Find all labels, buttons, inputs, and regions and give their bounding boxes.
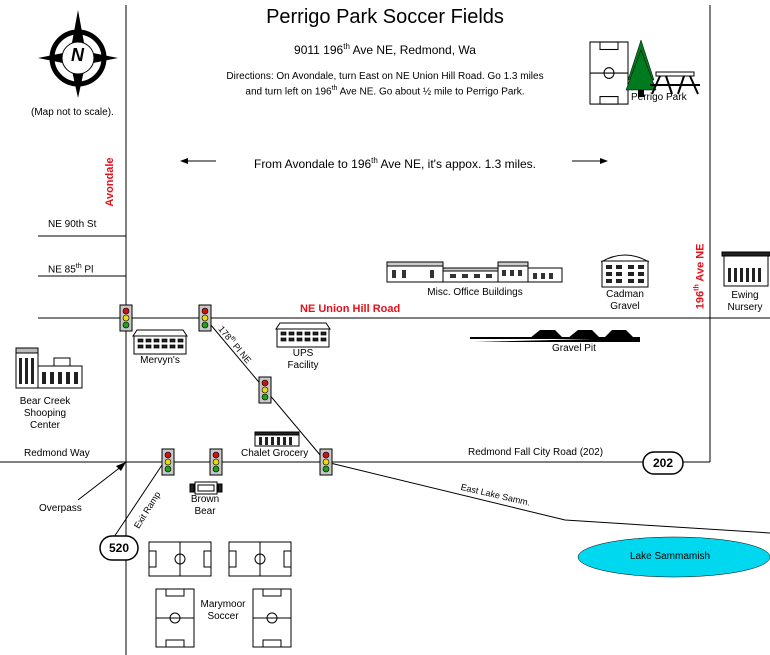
chalet-grocery-icon <box>254 431 300 447</box>
gravel-pit-icon <box>470 330 640 342</box>
fall-city-road-label: Redmond Fall City Road (202) <box>468 447 604 458</box>
ave-196th-label: 196th Ave NE <box>693 243 707 310</box>
brown-bear-label-1: Brown <box>190 494 220 505</box>
redmond-way-label: Redmond Way <box>24 448 90 459</box>
cadman-label-2: Gravel <box>610 301 640 312</box>
compass-letter: N <box>71 45 84 65</box>
ewing-label-2: Nursery <box>727 302 763 313</box>
union-hill-label: NE Union Hill Road <box>300 303 401 315</box>
directions-line-2: and turn left on 196th Ave NE. Go about … <box>245 85 525 98</box>
shield-520-number: 520 <box>108 541 130 555</box>
park-address: 9011 196th Ave NE, Redmond, Wa <box>294 42 476 57</box>
exit-ramp-road <box>111 461 165 541</box>
compass-icon <box>38 10 118 98</box>
distance-arrows <box>180 158 608 164</box>
directions-line-1: Directions: On Avondale, turn East on NE… <box>226 71 544 82</box>
bear-creek-label-3: Center <box>29 420 60 431</box>
cadman-label-1: Cadman <box>606 289 644 300</box>
traffic-light-icon <box>209 448 223 476</box>
ne-85th-label: NE 85th Pl <box>48 263 94 276</box>
overpass-arrow <box>77 462 126 501</box>
distance-note: From Avondale to 196th Ave NE, it's appo… <box>253 156 536 171</box>
bear-creek-center-icon <box>15 347 83 389</box>
traffic-light-icon <box>161 448 175 476</box>
ups-label-2: Facility <box>287 360 319 371</box>
ewing-nursery-icon <box>721 251 770 287</box>
marymoor-label-1: Marymoor <box>200 599 246 610</box>
ewing-label-1: Ewing <box>731 290 759 301</box>
gravel-pit-label: Gravel Pit <box>552 343 596 354</box>
brown-bear-icon <box>189 481 223 495</box>
perrigo-park-icon <box>589 39 700 105</box>
traffic-light-icon <box>258 376 272 404</box>
overpass-label: Overpass <box>39 503 82 514</box>
lake-sammamish-shape <box>577 536 770 578</box>
scale-note: (Map not to scale). <box>31 107 114 118</box>
page-title: Perrigo Park Soccer Fields <box>266 6 504 28</box>
ups-label-1: UPS <box>292 348 314 359</box>
lake-sammamish-label: Lake Sammamish <box>629 551 711 562</box>
shield-202-number: 202 <box>652 456 674 470</box>
perrigo-park-label: Perrigo Park <box>631 92 687 103</box>
office-buildings-label: Misc. Office Buildings <box>427 287 523 298</box>
traffic-light-icon <box>198 304 212 332</box>
office-buildings-icon <box>386 261 563 283</box>
marymoor-fields-icon <box>148 541 292 648</box>
shield-202-icon <box>642 451 684 475</box>
mervyns-label: Mervyn's <box>140 355 180 366</box>
ne-90th-label: NE 90th St <box>48 219 97 230</box>
shield-520-icon <box>99 535 139 561</box>
marymoor-label-2: Soccer <box>207 611 239 622</box>
east-lake-road <box>325 461 770 534</box>
bear-creek-label-2: Shooping <box>23 408 67 419</box>
brown-bear-label-2: Bear <box>194 506 216 517</box>
chalet-grocery-label: Chalet Grocery <box>241 448 309 459</box>
bear-creek-label-1: Bear Creek <box>19 396 71 407</box>
traffic-light-icon <box>119 304 133 332</box>
traffic-light-icon <box>319 448 333 476</box>
avondale-label: Avondale <box>104 157 116 207</box>
cadman-building-icon <box>600 254 650 288</box>
ups-building-icon <box>275 322 331 348</box>
mervyns-building-icon <box>132 329 188 355</box>
